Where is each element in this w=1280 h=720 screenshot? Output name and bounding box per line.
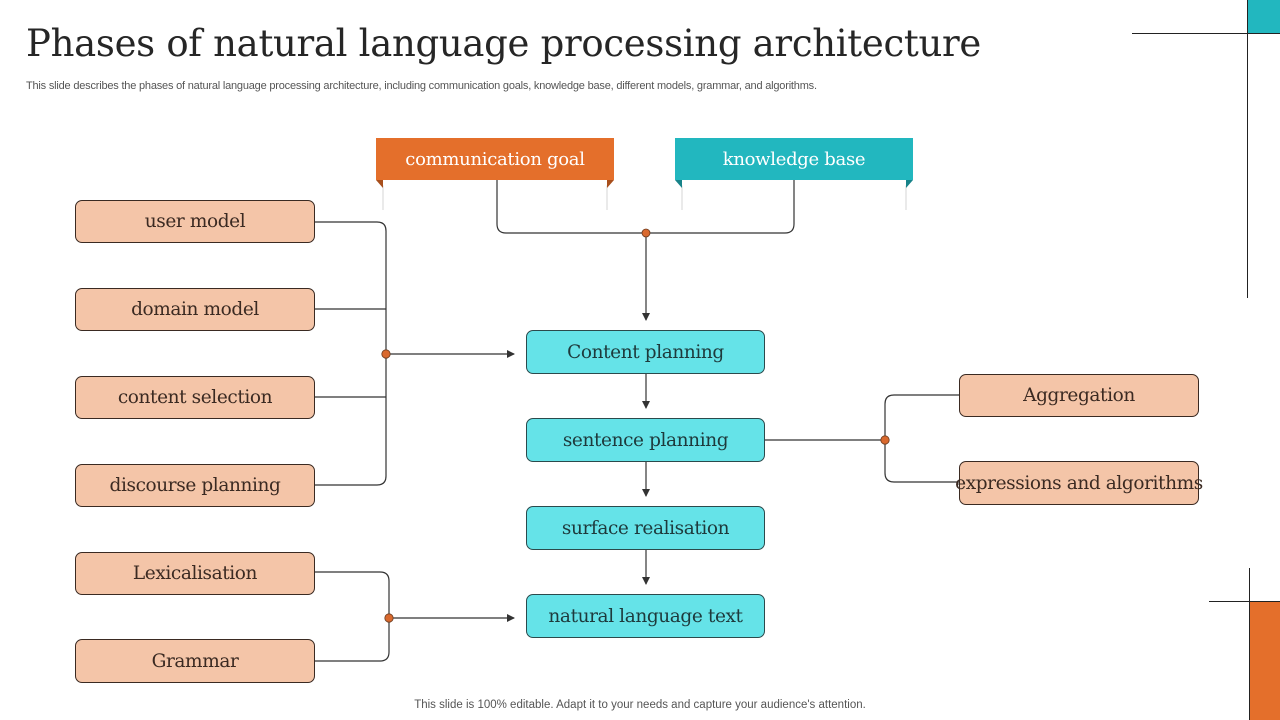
lexicalisation-box: Lexicalisation <box>75 552 315 595</box>
surface-realisation-box: surface realisation <box>526 506 765 550</box>
natural-language-text-box: natural language text <box>526 594 765 638</box>
junction-right <box>880 435 890 445</box>
corner-line-bottom-horizontal <box>1209 601 1280 602</box>
content-selection-box: content selection <box>75 376 315 419</box>
corner-accent-orange <box>1250 601 1280 720</box>
content-planning-box: Content planning <box>526 330 765 374</box>
slide-title: Phases of natural language processing ar… <box>26 22 981 65</box>
communication-goal-banner: communication goal <box>376 138 614 180</box>
junction-top <box>641 228 651 238</box>
connector-user-model <box>314 221 387 486</box>
connector-right-bracket <box>884 394 960 483</box>
user-model-box: user model <box>75 200 315 243</box>
slide-subtitle: This slide describes the phases of natur… <box>26 80 817 92</box>
discourse-planning-box: discourse planning <box>75 464 315 507</box>
grammar-box: Grammar <box>75 639 315 683</box>
connector-knowledge-base <box>646 180 795 234</box>
corner-line-bottom-vertical <box>1249 568 1250 720</box>
connector-communication-goal <box>496 180 646 234</box>
junction-lexical <box>384 613 394 623</box>
connector-lexicalisation <box>314 571 390 662</box>
domain-model-box: domain model <box>75 288 315 331</box>
corner-line-top-horizontal <box>1132 33 1280 34</box>
expressions-algorithms-box: expressions and algorithms <box>955 461 1203 505</box>
slide-footer: This slide is 100% editable. Adapt it to… <box>414 699 866 711</box>
corner-line-top-vertical <box>1247 0 1248 298</box>
aggregation-box: Aggregation <box>959 374 1199 417</box>
corner-accent-teal <box>1248 0 1280 33</box>
knowledge-base-banner: knowledge base <box>675 138 913 180</box>
sentence-planning-box: sentence planning <box>526 418 765 462</box>
junction-models <box>381 349 391 359</box>
